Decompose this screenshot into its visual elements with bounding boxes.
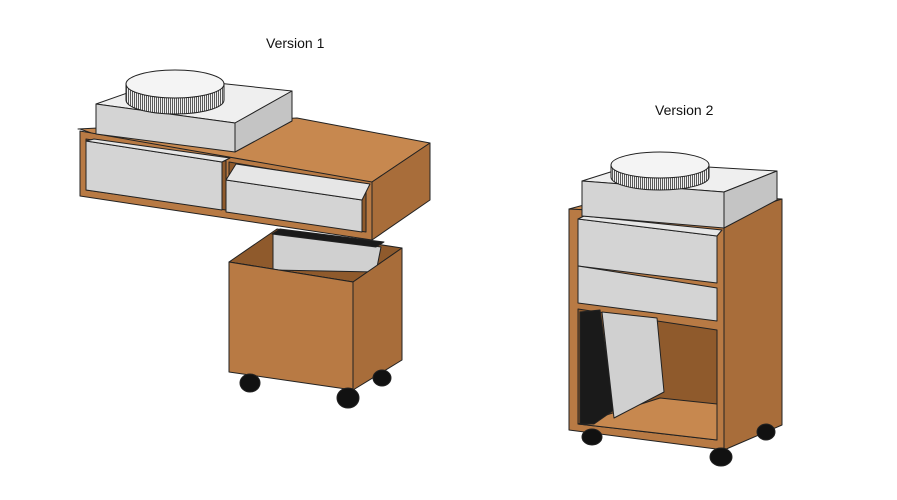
caster-wheels	[239, 369, 392, 409]
shelf-side-panel	[371, 142, 431, 241]
cabinet2-record-divider	[601, 311, 665, 419]
turntable-box-side	[234, 90, 293, 153]
cabinet-side	[352, 247, 403, 391]
version-2-furniture	[568, 151, 783, 467]
caster-wheels-2	[581, 423, 776, 467]
version-1-title: Version 1	[266, 35, 325, 51]
cabinet2-side	[723, 198, 783, 451]
turntable2-platter-top	[610, 151, 710, 179]
version-2-title: Version 2	[655, 102, 714, 118]
cabinet-front	[228, 261, 354, 391]
cabinet2-drawer-lower	[577, 265, 718, 322]
cabinet2-records	[579, 309, 615, 425]
turntable-platter-top	[125, 69, 225, 99]
turntable2-box-side	[723, 170, 778, 229]
version-1-furniture	[77, 69, 431, 409]
